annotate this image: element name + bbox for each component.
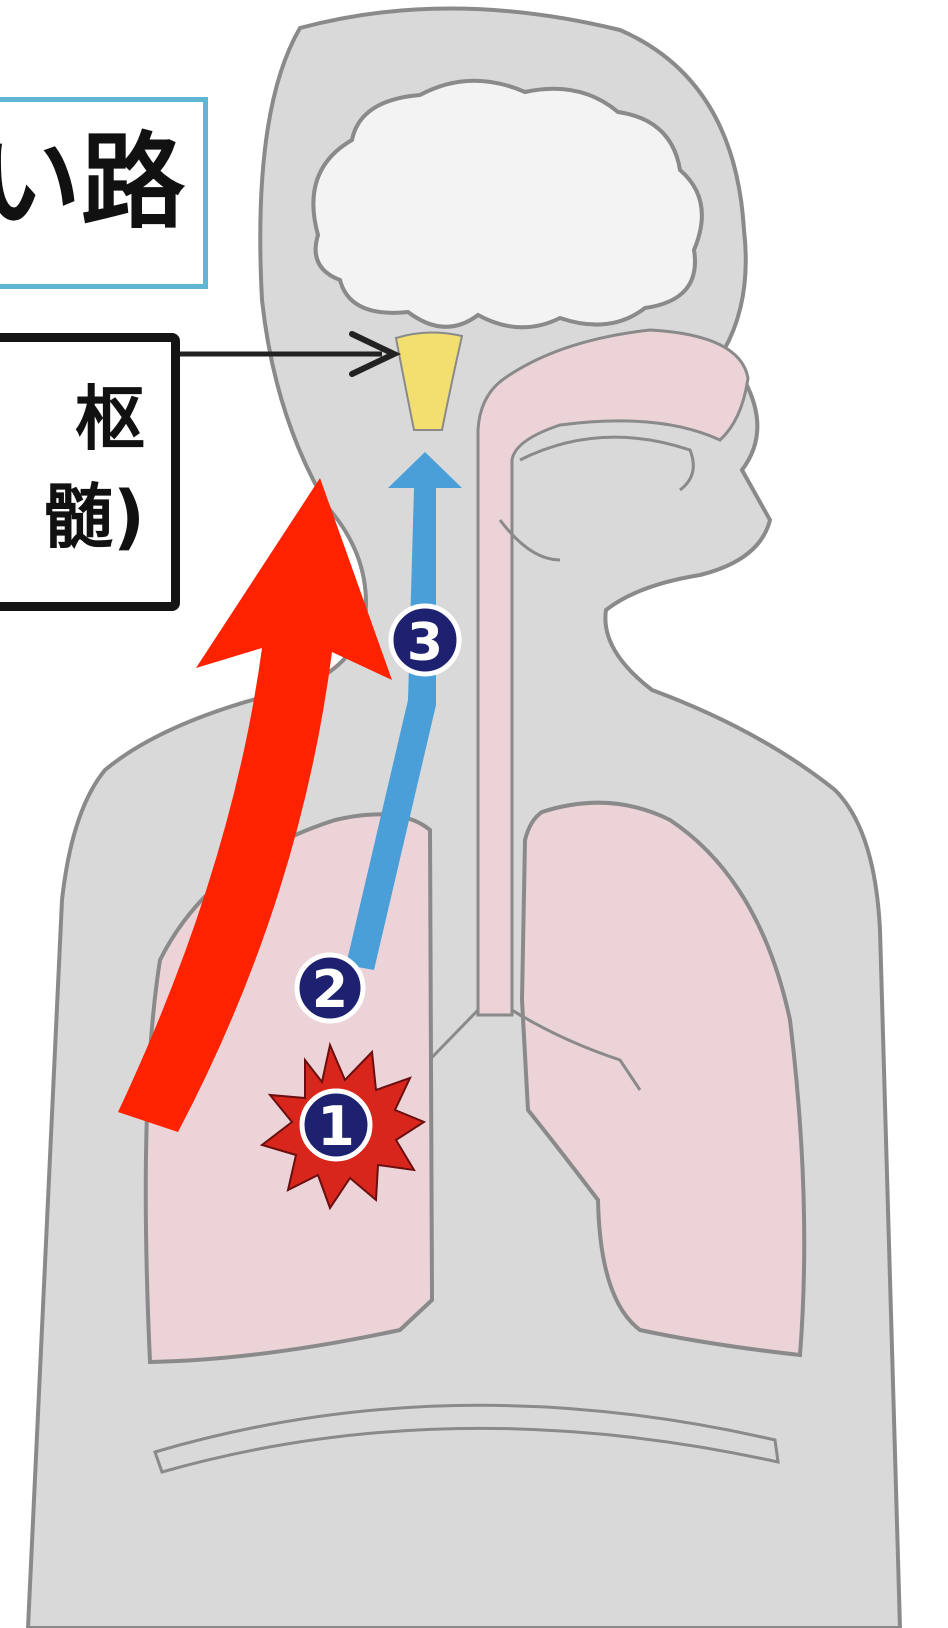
brain — [313, 81, 702, 328]
marker-3: 3 — [391, 606, 459, 674]
page-title: い路 — [0, 130, 185, 234]
center-label-box: 枢 髄) — [0, 333, 180, 611]
marker-2: 2 — [297, 955, 363, 1021]
center-label-line1: 枢 — [75, 384, 145, 454]
marker-1-number: 1 — [317, 1095, 355, 1158]
marker-2-number: 2 — [312, 960, 348, 1020]
center-label-line2: 髄) — [43, 482, 145, 552]
title-box: い路 — [0, 97, 208, 289]
marker-1: 1 — [302, 1091, 370, 1159]
marker-3-number: 3 — [407, 613, 443, 673]
